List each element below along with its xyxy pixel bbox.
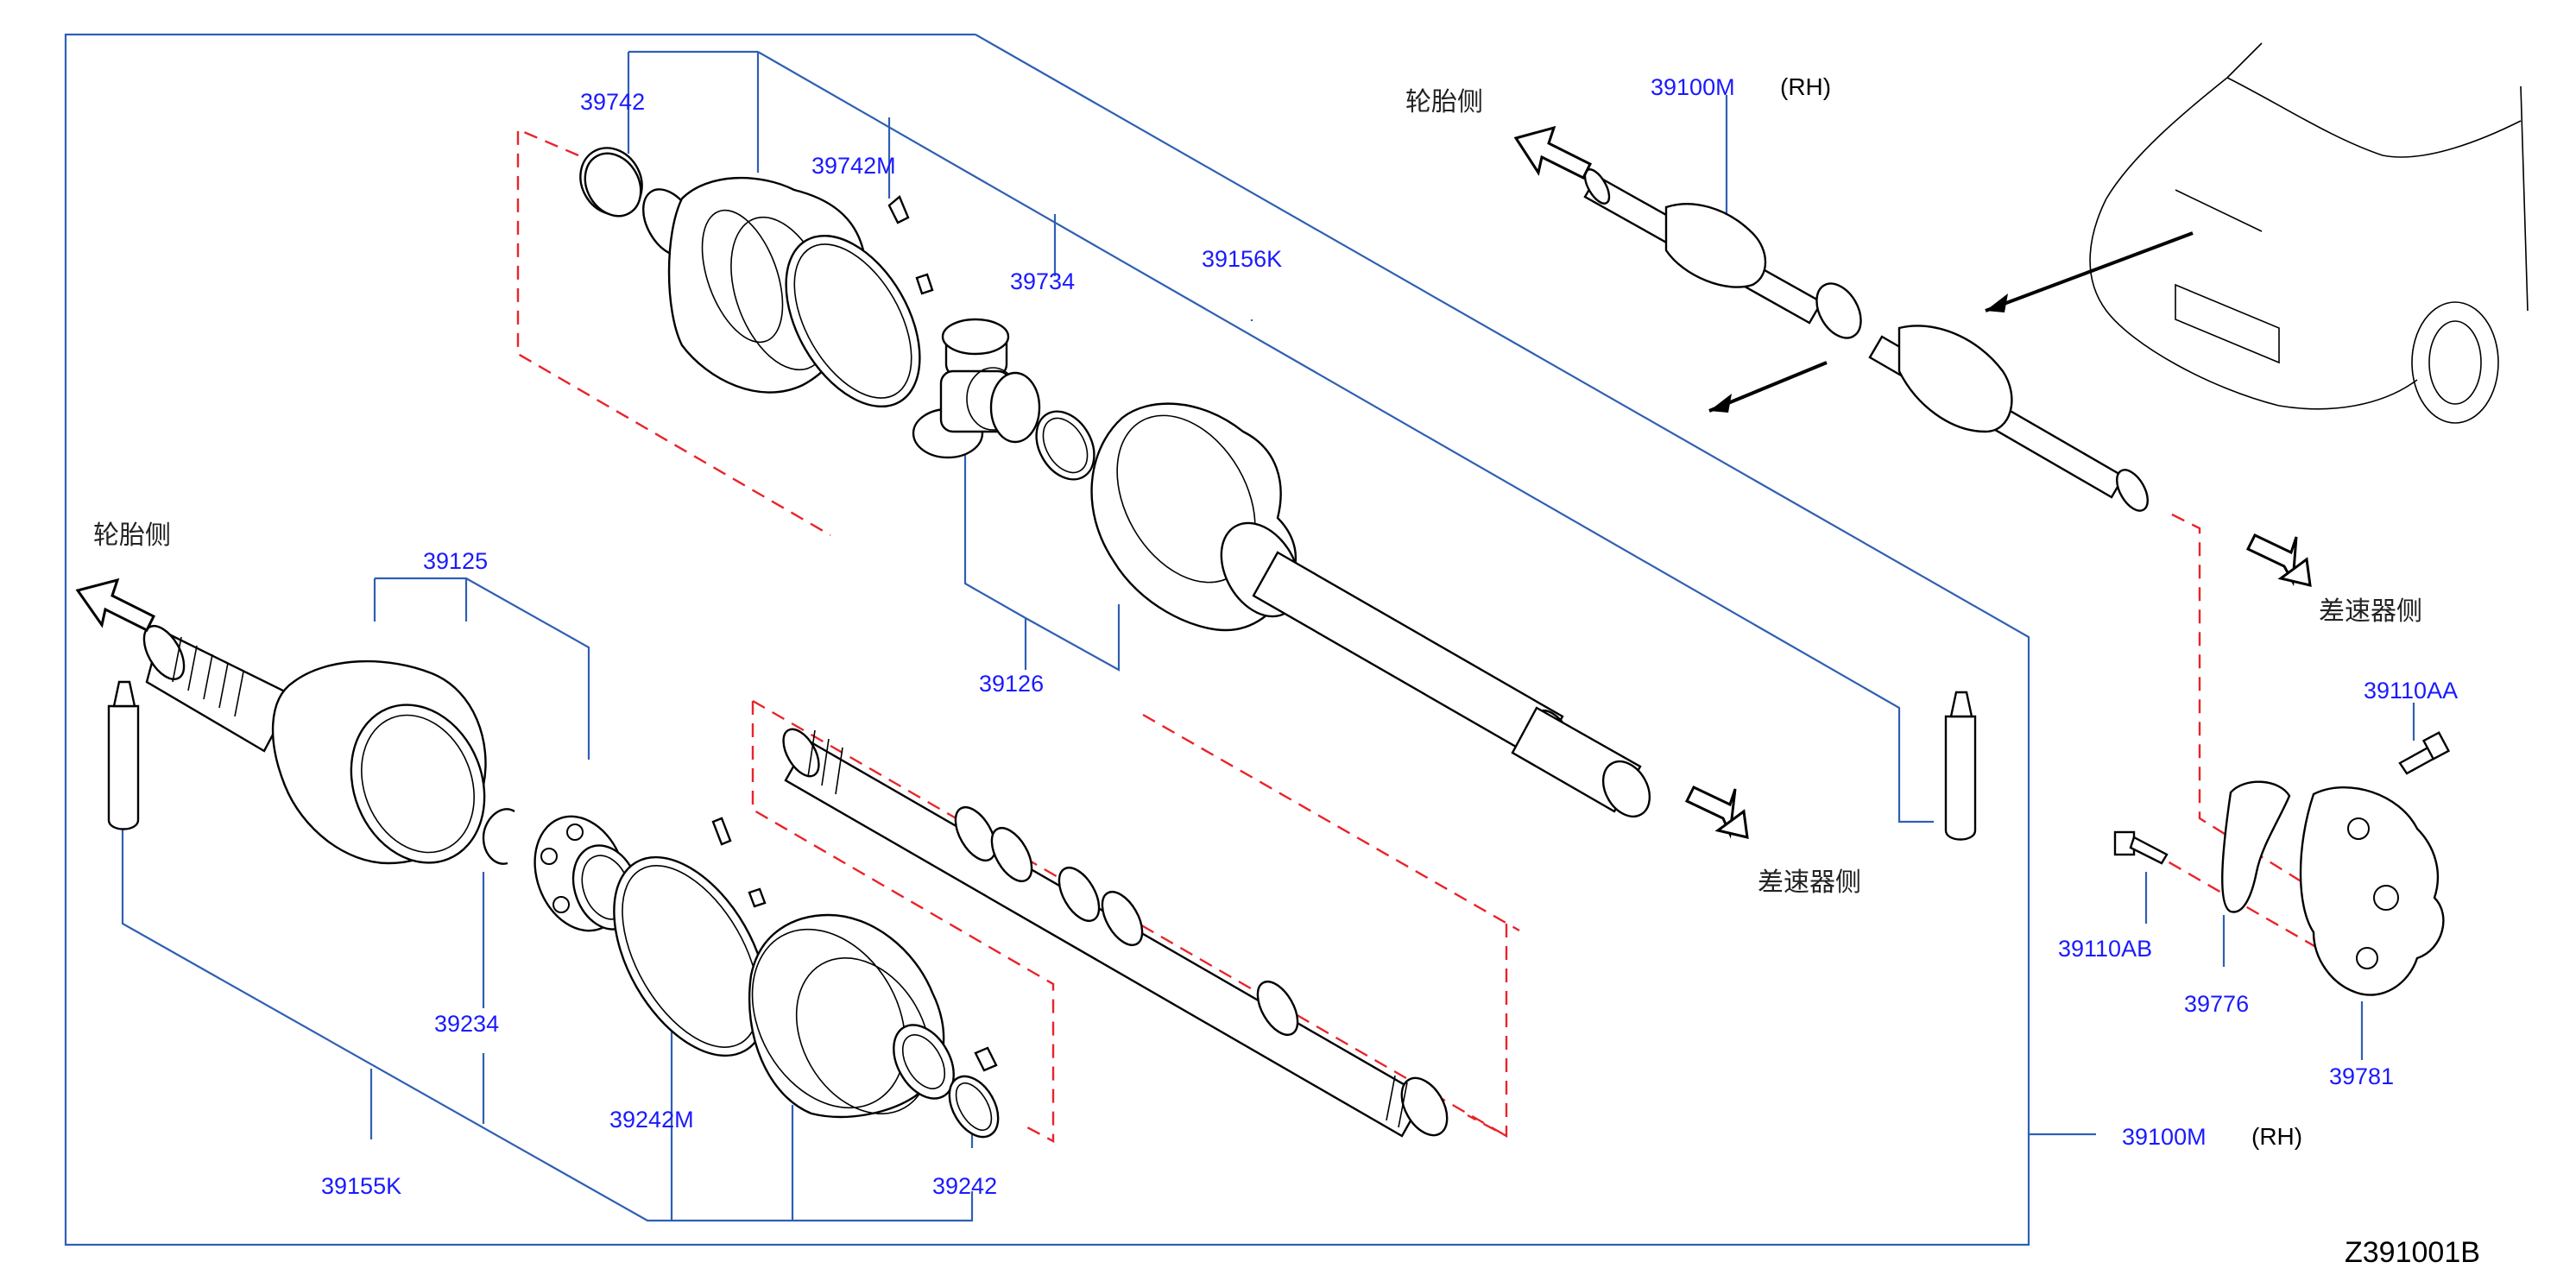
leader-lines — [121, 50, 2415, 1222]
arrow-tire-side-left — [75, 577, 156, 633]
rh-note-top: (RH) — [1780, 73, 1831, 100]
diagram-code: Z391001B — [2345, 1236, 2480, 1269]
side-notes: (RH) (RH) — [1780, 73, 2302, 1150]
driveshaft-bar — [782, 728, 1449, 1138]
label-39156k[interactable]: 39156K — [1202, 246, 1282, 272]
arrow-diff-side-center — [1684, 786, 1749, 839]
label-39742m[interactable]: 39742M — [811, 153, 896, 179]
bolt-39110ab — [2113, 830, 2169, 865]
diff-side-label-center: 差速器侧 — [1758, 868, 1861, 898]
bolt-39110aa — [2398, 731, 2451, 775]
label-39110aa[interactable]: 39110AA — [2364, 678, 2458, 704]
label-39742[interactable]: 39742 — [580, 89, 645, 115]
label-39100m-top[interactable]: 39100M — [1651, 74, 1735, 100]
label-39781[interactable]: 39781 — [2329, 1063, 2394, 1089]
diff-side-label-right: 差速器侧 — [2319, 596, 2422, 627]
label-39100m-main[interactable]: 39100M — [2122, 1124, 2207, 1150]
bracket-39776 — [2221, 780, 2291, 913]
label-39155k[interactable]: 39155K — [321, 1173, 401, 1199]
direction-labels: 轮胎侧 轮胎侧 差速器侧 差速器侧 — [93, 87, 2422, 898]
arrow-tire-side-top — [1513, 125, 1593, 180]
boot-band-39242m — [613, 817, 768, 1057]
outer-cv-joint-39125 — [142, 625, 487, 865]
inner-race — [534, 815, 641, 932]
knuckle-39781 — [2299, 786, 2445, 996]
label-39776[interactable]: 39776 — [2184, 991, 2249, 1017]
grease-tube-right — [1944, 691, 1977, 841]
boot-band-39742 — [584, 152, 642, 218]
inner-joint-housing-39126 — [1090, 402, 1651, 817]
label-39110ab[interactable]: 39110AB — [2058, 936, 2152, 962]
label-39242m[interactable]: 39242M — [609, 1107, 694, 1133]
assembled-driveshaft-view — [1583, 168, 2149, 512]
circlip-39234 — [482, 808, 515, 865]
label-39126[interactable]: 39126 — [979, 671, 1044, 697]
label-39125[interactable]: 39125 — [423, 548, 488, 574]
tire-side-label-left: 轮胎侧 — [93, 521, 171, 551]
assembly-frame-39100m — [64, 33, 2096, 1246]
label-39734[interactable]: 39734 — [1010, 268, 1075, 294]
tripod-joint-39734 — [912, 318, 1095, 481]
outer-boot — [748, 913, 955, 1119]
rh-note-main: (RH) — [2251, 1123, 2302, 1150]
tire-side-label-top: 轮胎侧 — [1405, 87, 1483, 117]
arrow-diff-side-right — [2245, 533, 2312, 587]
grease-tube-left — [107, 680, 140, 830]
boot-band-39242 — [948, 1046, 1000, 1139]
label-39234[interactable]: 39234 — [434, 1011, 499, 1037]
part-number-labels: 39742 39742M 39734 39156K 39126 39125 39… — [321, 74, 2458, 1199]
vehicle-outline — [1708, 42, 2529, 424]
label-39242[interactable]: 39242 — [932, 1173, 997, 1199]
